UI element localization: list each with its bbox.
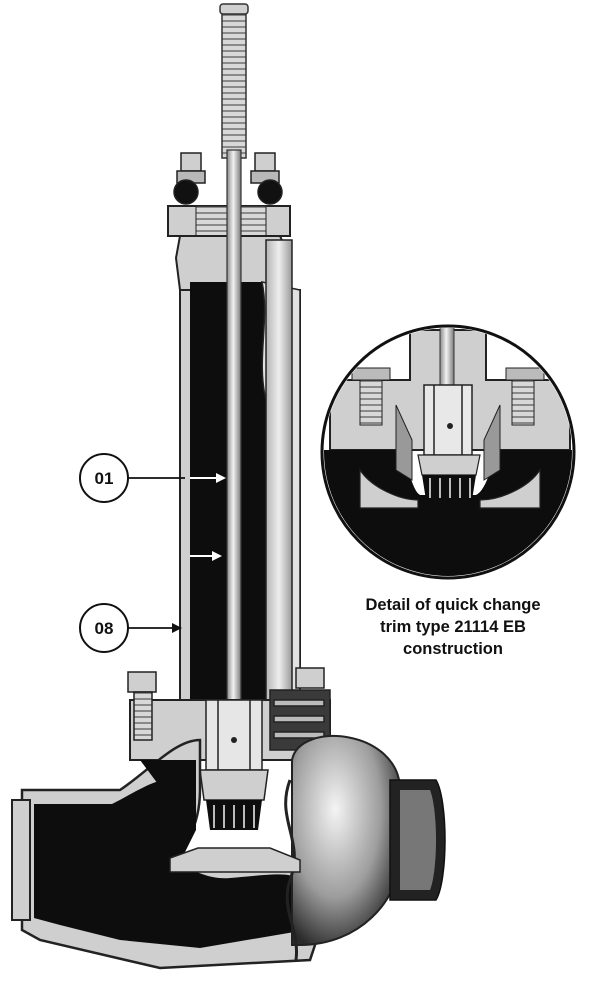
detail-inset <box>320 324 576 580</box>
caption-line-1: Detail of quick change <box>365 596 541 614</box>
caption-line-3: construction <box>403 640 503 658</box>
callout-01-label: 01 <box>95 469 114 488</box>
detail-caption: Detail of quick change trim type 21114 E… <box>318 594 588 660</box>
stem-thread <box>221 7 247 159</box>
callout-08: 08 <box>79 603 182 653</box>
top-bolts <box>173 152 283 205</box>
caption-line-2: trim type 21114 EB <box>380 618 526 636</box>
main-valve <box>11 3 446 970</box>
valve-stem <box>226 149 242 711</box>
bottom-bolts <box>127 667 331 751</box>
callout-01: 01 <box>79 453 226 561</box>
callout-08-label: 08 <box>95 619 114 638</box>
side-tube <box>265 239 293 701</box>
